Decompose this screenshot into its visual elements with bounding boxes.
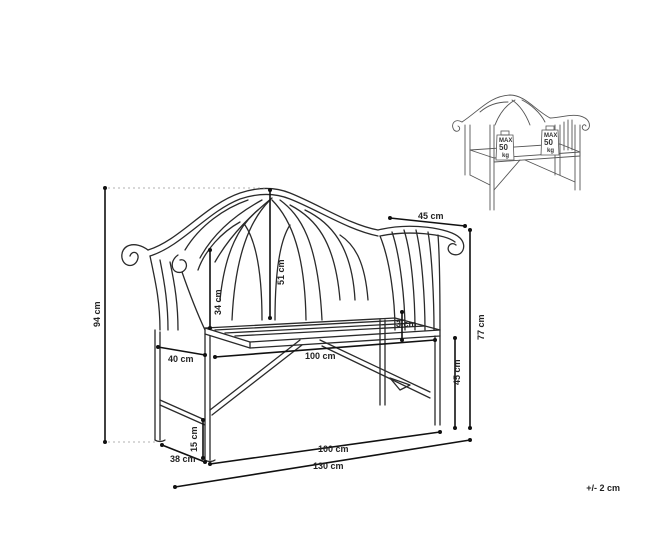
weight-value-left: 50	[499, 143, 508, 152]
label-thickness: 3 cm	[396, 319, 417, 329]
weight-max-right: MAX	[544, 133, 557, 139]
label-leg-height: 15 cm	[189, 426, 199, 452]
tolerance-note: +/- 2 cm	[586, 483, 620, 493]
label-height-back: 51 cm	[276, 259, 286, 285]
label-width-total: 130 cm	[313, 461, 344, 471]
label-back-width: 45 cm	[418, 211, 444, 221]
label-height-total: 94 cm	[92, 301, 102, 327]
label-depth: 38 cm	[170, 454, 196, 464]
label-height-arm-total: 77 cm	[476, 314, 486, 340]
label-seat-height: 45 cm	[452, 359, 462, 385]
weight-unit-left: kg	[502, 153, 509, 159]
label-width-inner: 100 cm	[318, 444, 349, 454]
dimension-ticks	[103, 186, 472, 489]
weight-value-right: 50	[544, 138, 553, 147]
label-depth-arm: 40 cm	[168, 354, 194, 364]
label-seat-width: 100 cm	[305, 351, 336, 361]
dimension-lines	[104, 187, 471, 488]
label-height-arm: 34 cm	[213, 289, 223, 315]
weight-badge-right: MAX 50 kg	[540, 125, 560, 156]
thumbnail-bench	[452, 94, 590, 211]
bench-drawing	[121, 187, 465, 463]
weight-unit-right: kg	[547, 148, 554, 154]
weight-max-left: MAX	[499, 138, 512, 144]
weight-badge-left: MAX 50 kg	[495, 130, 515, 161]
